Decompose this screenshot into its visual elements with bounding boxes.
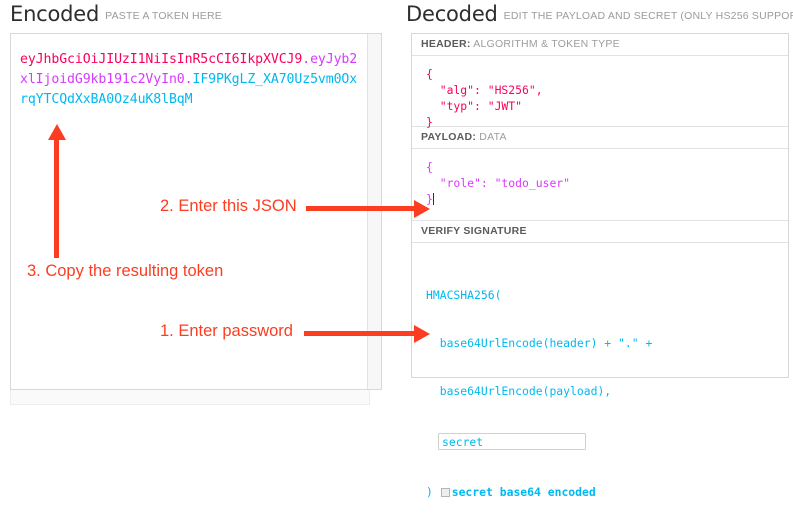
secret-input[interactable] [438,433,586,450]
signature-line-3: base64UrlEncode(payload), [426,384,612,398]
decoded-column-heading: Decoded EDIT THE PAYLOAD AND SECRET (ONLY… [406,2,793,26]
encoded-panel-scrollbar[interactable] [367,34,381,389]
decoded-panel: HEADER: ALGORITHM & TOKEN TYPE { "alg": … [411,33,789,499]
encoded-token-panel[interactable]: eyJhbGciOiJIUzI1NiIsInR5cCI6IkpXVCJ9.eyJ… [10,33,382,390]
encoded-column-heading: Encoded PASTE A TOKEN HERE [10,2,222,26]
decoded-title: Decoded [406,2,498,26]
text-caret [432,193,434,205]
token-payload-segment: eyJyb2xlIjoidG9kb191c2VyIn0 [20,52,358,87]
base64-encoded-label[interactable]: secret base64 encoded [451,485,596,499]
header-section-label-strong: HEADER: [421,38,471,50]
token-header-segment: eyJhbGciOiJIUzI1NiIsInR5cCI6IkpXVCJ9 [20,52,303,67]
encoded-panel-footer-bar [10,390,370,405]
signature-verify-block: HMACSHA256( base64UrlEncode(header) + ".… [412,243,788,499]
base64-encoded-row[interactable]: ) secret base64 encoded [426,484,788,500]
header-section-label-rest: ALGORITHM & TOKEN TYPE [473,38,620,50]
decoded-subtitle: EDIT THE PAYLOAD AND SECRET (ONLY HS256 … [503,10,793,22]
signature-line-1: HMACSHA256( [426,288,502,302]
token-separator-2: . [184,72,193,87]
payload-section-label: PAYLOAD: DATA [412,127,788,149]
annotation-step-3-arrow-up-icon [48,124,66,258]
encoded-token-text[interactable]: eyJhbGciOiJIUzI1NiIsInR5cCI6IkpXVCJ9.eyJ… [20,50,359,110]
annotation-step-3-label: 3. Copy the resulting token [27,262,224,280]
annotation-step-1-label: 1. Enter password [160,322,293,340]
encoded-title: Encoded [10,2,100,26]
header-json-editor[interactable]: { "alg": "HS256", "typ": "JWT" } [412,56,788,129]
token-separator-1: . [302,52,311,67]
annotation-step-1-arrow-icon [304,325,430,343]
annotation-step-2-arrow-icon [306,200,430,218]
payload-json-editor[interactable]: { "role": "todo_user" } [412,149,788,221]
signature-section-label: VERIFY SIGNATURE [412,221,788,243]
encoded-subtitle: PASTE A TOKEN HERE [105,10,222,22]
payload-section-label-strong: PAYLOAD: [421,131,477,143]
signature-close-paren: ) [426,485,440,499]
signature-line-2: base64UrlEncode(header) + "." + [426,336,653,350]
annotation-step-2-label: 2. Enter this JSON [160,197,297,215]
token-signature-segment: IF9PKgLZ_XA70Uz5vm0OxrqYTCQdXxBA0Oz4uK8l… [20,72,358,107]
payload-section-label-rest: DATA [479,131,507,143]
base64-encoded-checkbox[interactable] [440,488,450,497]
signature-section-label-strong: VERIFY SIGNATURE [421,225,527,237]
payload-json-text: { "role": "todo_user" } [426,160,571,206]
header-section-label: HEADER: ALGORITHM & TOKEN TYPE [412,34,788,56]
